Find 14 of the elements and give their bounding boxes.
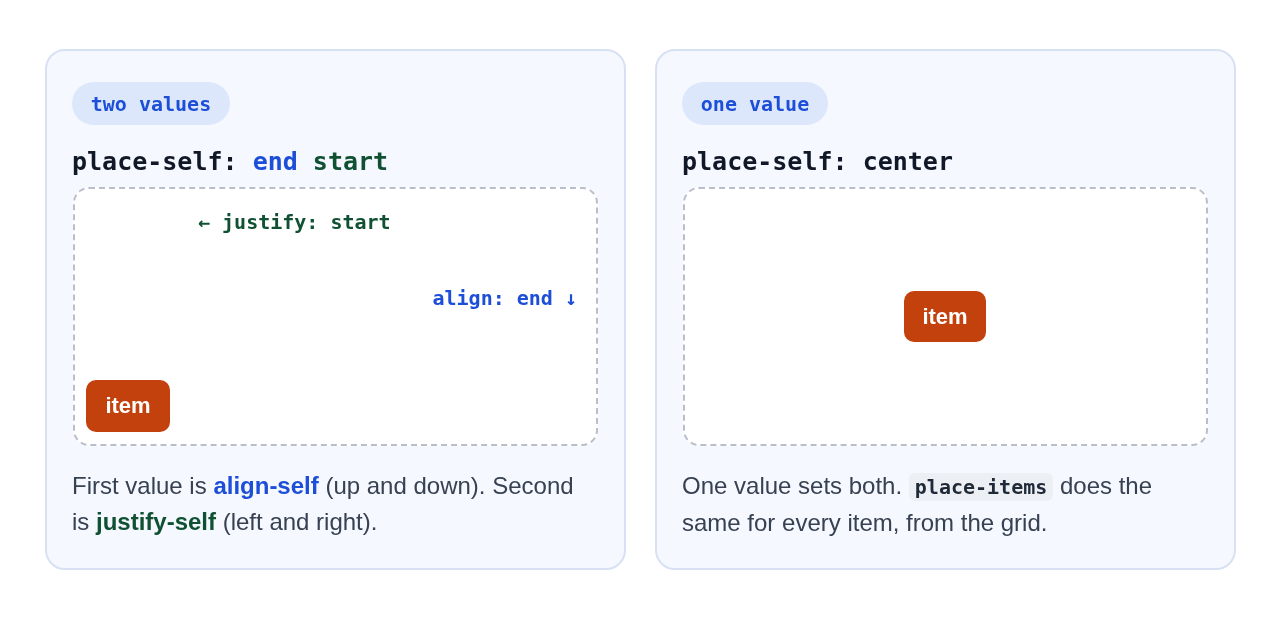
grid-item: item: [904, 291, 986, 342]
css-declaration-heading: place-self: end start: [72, 147, 389, 177]
explanation-text: First value is align-self (up and down). Second is justify-self (left and right).: [72, 471, 575, 537]
css-declaration-heading: place-self: center: [682, 147, 953, 177]
example-card: [655, 49, 1236, 570]
justify-annotation: ← justify: start: [198, 210, 391, 234]
align-annotation: align: end ↓: [432, 286, 577, 310]
value-count-badge: one value: [682, 82, 828, 125]
grid-container: [683, 187, 1208, 446]
explanation-text: One value sets both. place-items does the same for every item, from the grid.: [682, 471, 1153, 538]
value-count-badge: two values: [72, 82, 230, 125]
grid-container: [73, 187, 598, 446]
example-card: [45, 49, 626, 570]
grid-item: item: [86, 380, 170, 432]
